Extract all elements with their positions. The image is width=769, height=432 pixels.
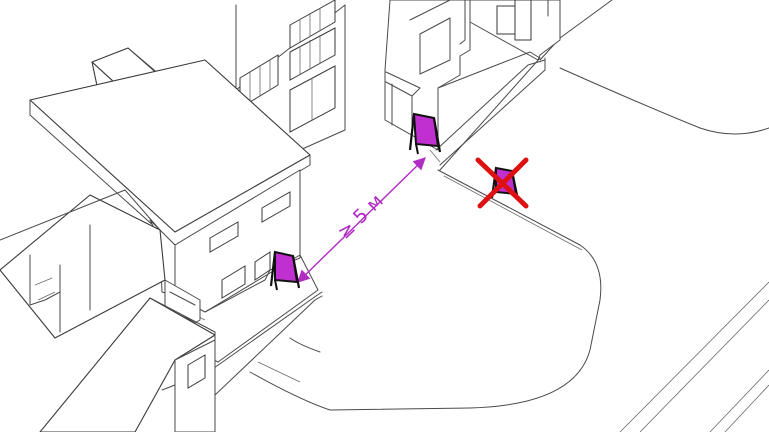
distance-dimension: ≥ 5 м bbox=[298, 158, 425, 282]
cross-out-icon bbox=[478, 160, 526, 206]
dimension-label: ≥ 5 м bbox=[333, 190, 387, 244]
sign-forbidden bbox=[478, 160, 526, 206]
